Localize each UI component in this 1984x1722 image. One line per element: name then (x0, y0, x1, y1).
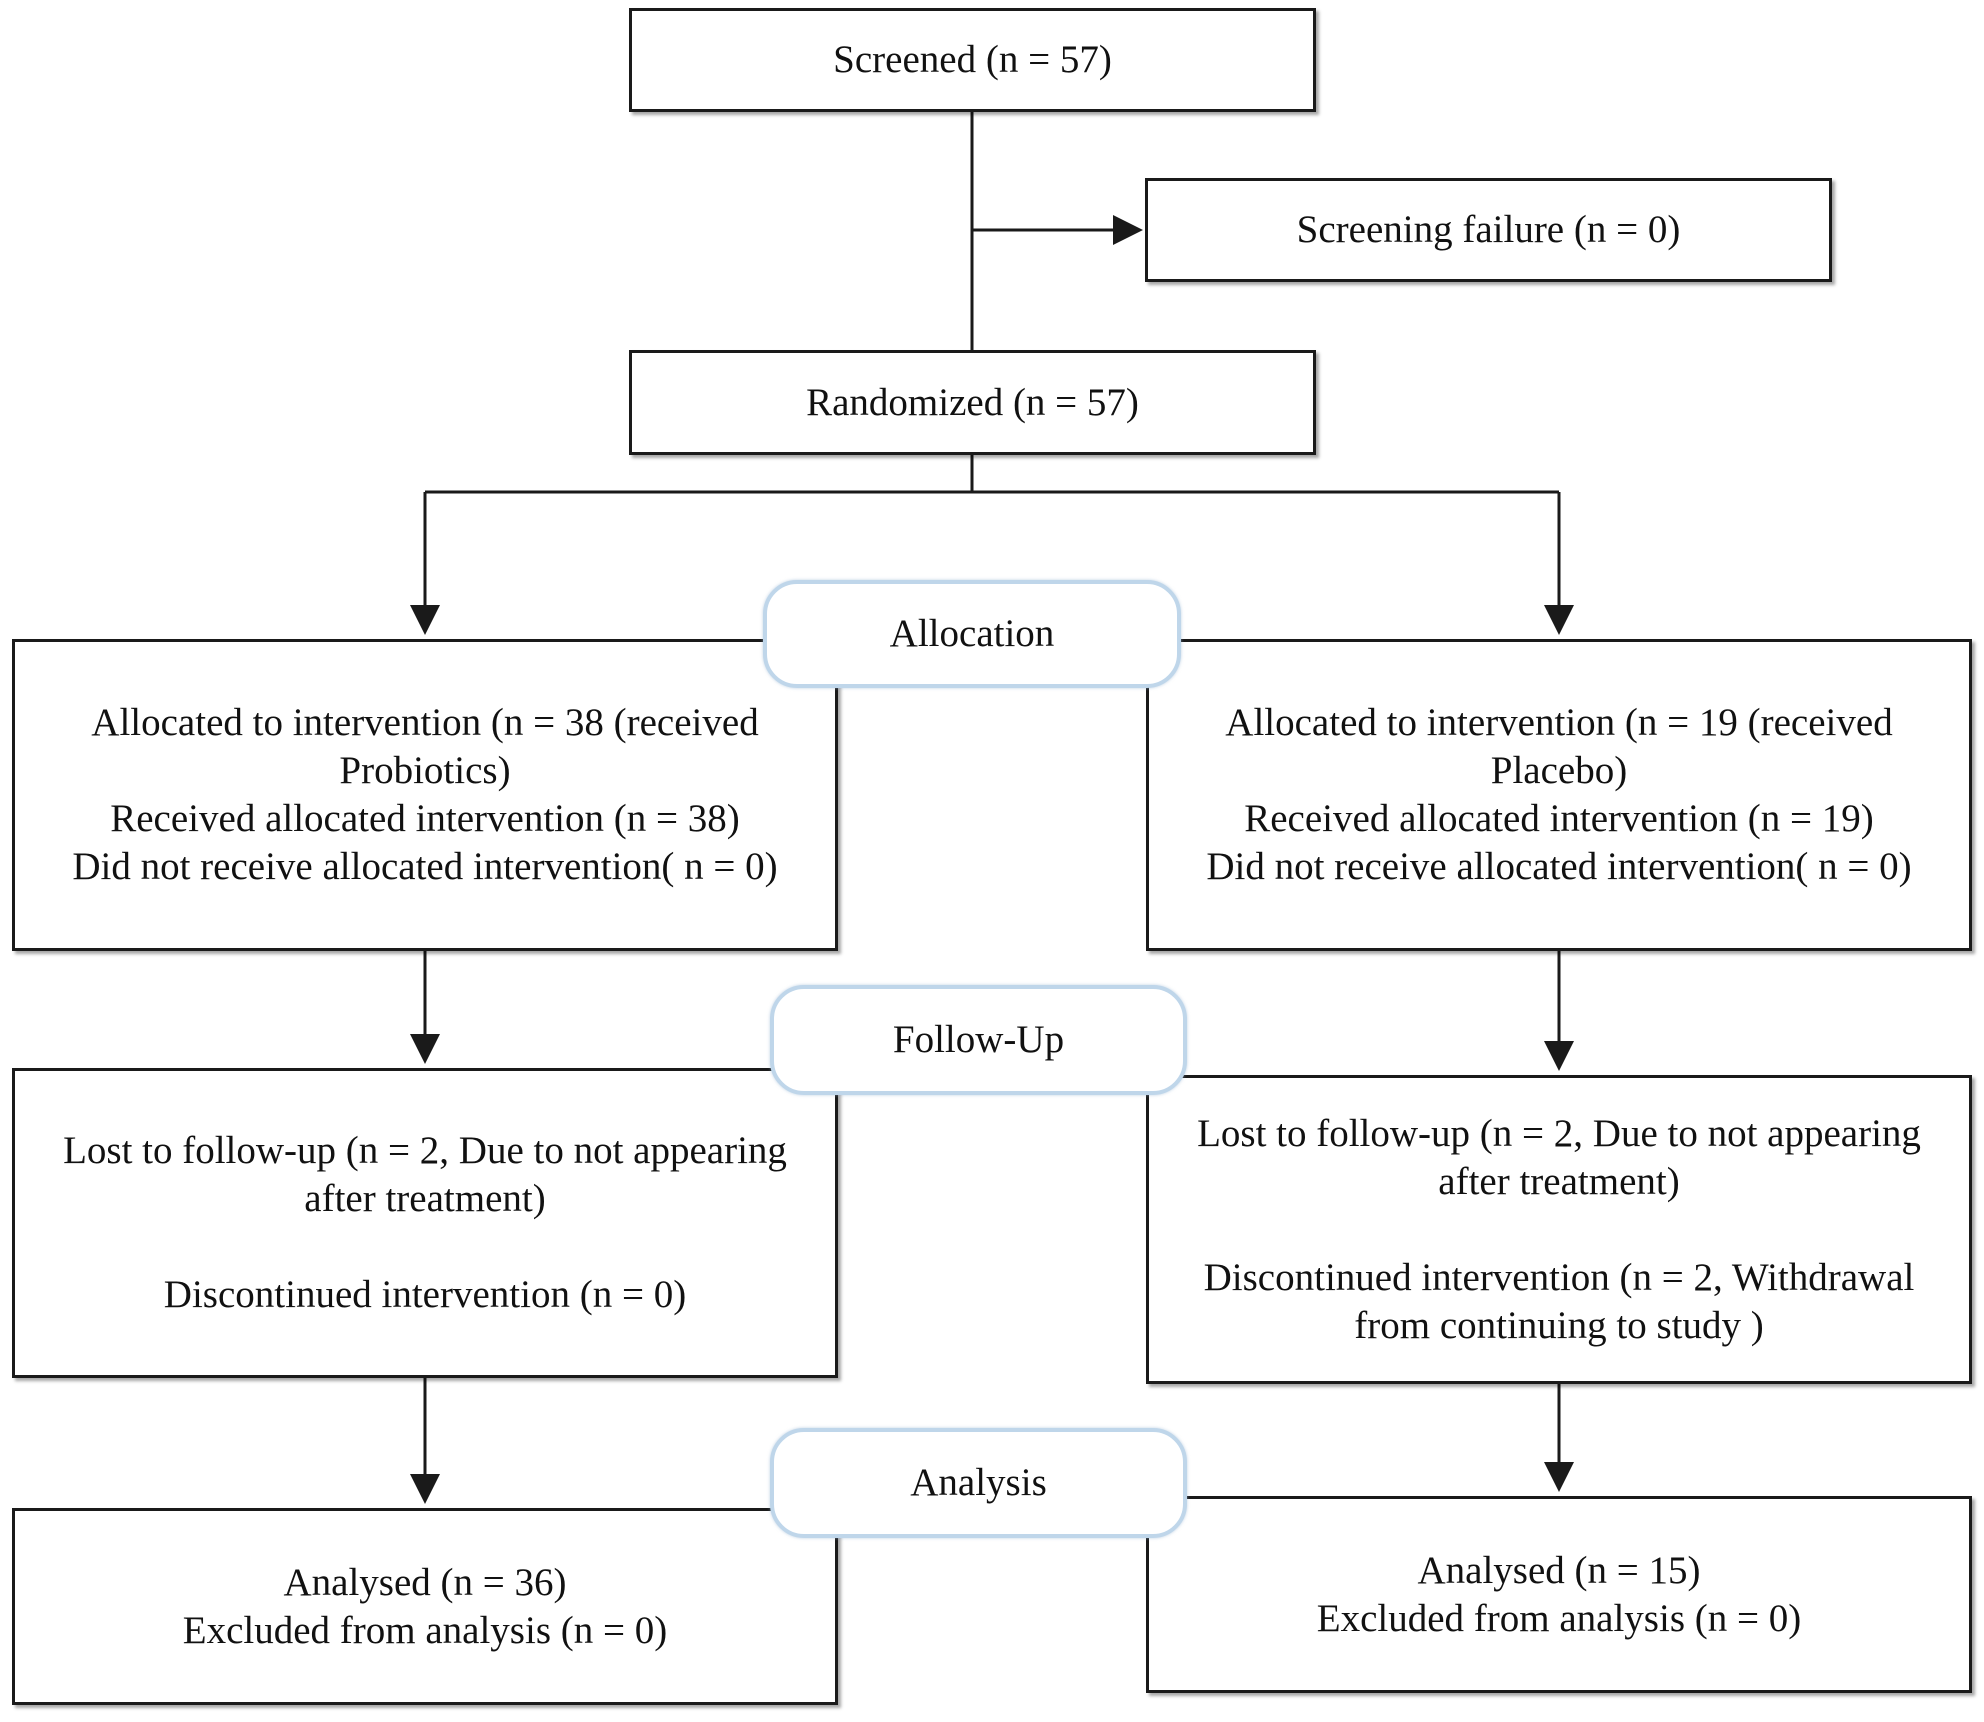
analysis-right-line1: Analysed (n = 15) (1417, 1548, 1701, 1592)
followup-left-box: Lost to follow-up (n = 2, Due to not app… (12, 1068, 838, 1378)
allocation-left-line4: Did not receive allocated intervention( … (72, 845, 778, 888)
screened-text: Screened (n = 57) (833, 38, 1112, 81)
stage-follow-up: Follow-Up (770, 985, 1187, 1095)
followup-right-box: Lost to follow-up (n = 2, Due to not app… (1146, 1075, 1972, 1384)
stage-analysis: Analysis (770, 1428, 1187, 1538)
allocation-left-line1: Allocated to intervention (n = 38 (recei… (91, 701, 759, 744)
allocation-left-line3: Received allocated intervention (n = 38) (110, 797, 740, 840)
followup-left-line1: Lost to follow-up (n = 2, Due to not app… (63, 1129, 787, 1172)
analysis-right-box: Analysed (n = 15) Excluded from analysis… (1146, 1496, 1972, 1693)
screening-failure-box: Screening failure (n = 0) (1145, 178, 1832, 282)
followup-right-line4: from continuing to study ) (1354, 1303, 1764, 1347)
screening-failure-text: Screening failure (n = 0) (1296, 208, 1681, 251)
allocation-right-box: Allocated to intervention (n = 19 (recei… (1146, 639, 1972, 951)
allocation-right-line4: Did not receive allocated intervention( … (1206, 845, 1912, 888)
followup-left-line3: Discontinued intervention (n = 0) (163, 1273, 687, 1316)
analysis-left-line1: Analysed (n = 36) (283, 1560, 567, 1604)
followup-right-line3: Discontinued intervention (n = 2, Withdr… (1203, 1255, 1915, 1299)
randomized-text: Randomized (n = 57) (806, 380, 1139, 424)
randomized-box: Randomized (n = 57) (629, 350, 1316, 455)
allocation-right-line2: Placebo) (1490, 749, 1628, 792)
followup-right-line1: Lost to follow-up (n = 2, Due to not app… (1197, 1111, 1921, 1155)
stage-allocation-label: Allocation (889, 612, 1055, 655)
analysis-left-line2: Excluded from analysis (n = 0) (182, 1608, 668, 1652)
screened-box: Screened (n = 57) (629, 8, 1316, 112)
stage-analysis-label: Analysis (910, 1461, 1047, 1504)
allocation-right-line1: Allocated to intervention (n = 19 (recei… (1225, 701, 1893, 744)
allocation-right-line3: Received allocated intervention (n = 19) (1244, 797, 1874, 840)
analysis-right-line2: Excluded from analysis (n = 0) (1316, 1596, 1802, 1640)
allocation-left-line2: Probiotics) (339, 749, 511, 792)
allocation-left-box: Allocated to intervention (n = 38 (recei… (12, 639, 838, 951)
stage-allocation: Allocation (763, 580, 1181, 688)
stage-follow-up-label: Follow-Up (892, 1018, 1065, 1061)
analysis-left-box: Analysed (n = 36) Excluded from analysis… (12, 1508, 838, 1705)
followup-right-line2: after treatment) (1438, 1159, 1680, 1203)
followup-left-line2: after treatment) (304, 1177, 546, 1220)
